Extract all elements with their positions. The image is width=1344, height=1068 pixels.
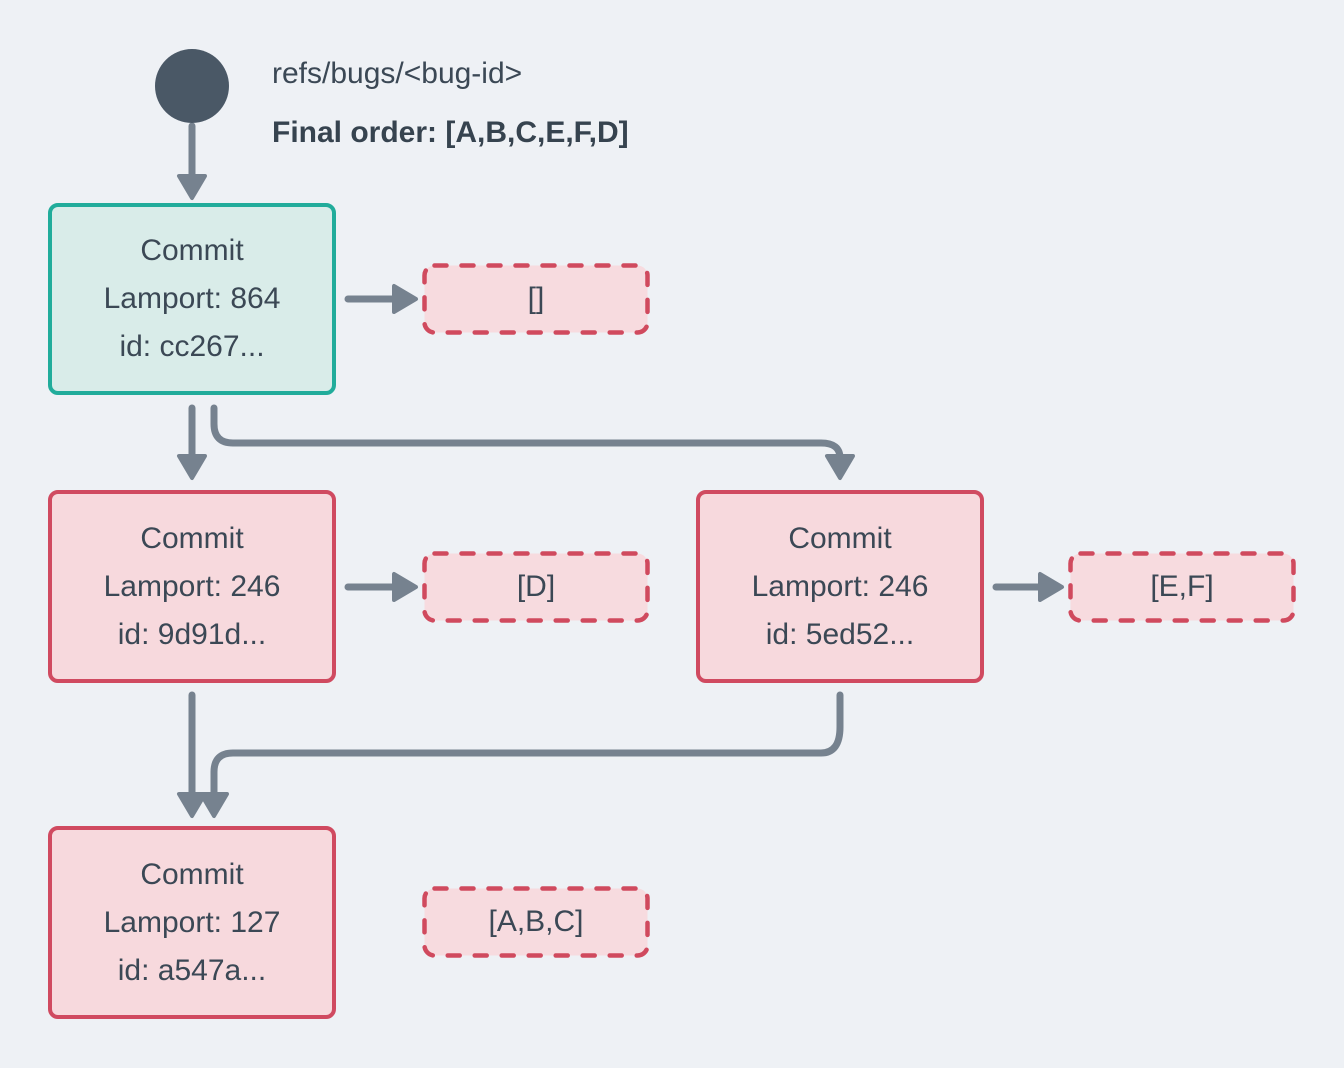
ops-label: [A,B,C] [488, 905, 584, 938]
edge-head-to-left [177, 404, 207, 480]
ops-label: [D] [516, 570, 556, 603]
ops-label: [E,F] [1150, 570, 1214, 603]
ref-node-circle [155, 49, 229, 123]
dashed-border [1068, 551, 1296, 623]
commit-title: Commit [140, 234, 244, 267]
ops-box-right: [E,F] [1068, 551, 1296, 623]
commit-title: Commit [140, 521, 244, 555]
commit-node-right: Commit Lamport: 246 id: 5ed52... [696, 490, 984, 683]
commit-title: Commit [140, 857, 244, 891]
commit-id: id: 9d91d... [117, 617, 267, 651]
dashed-border [422, 886, 650, 958]
ref-label: refs/bugs/<bug-id> [272, 57, 523, 90]
commit-lamport: Lamport: 864 [103, 282, 281, 315]
ops-box-head: [] [422, 263, 650, 335]
commit-id: id: a547a... [117, 953, 267, 987]
edge-head-to-right [210, 404, 855, 480]
commit-lamport: Lamport: 127 [103, 905, 281, 939]
final-order-label: Final order: [A,B,C,E,F,D] [272, 116, 629, 149]
ops-box-left: [D] [422, 551, 650, 623]
commit-node-head: Commit Lamport: 864 id: cc267... [48, 203, 336, 395]
commit-id: id: cc267... [119, 330, 265, 363]
dashed-border [422, 263, 650, 335]
commit-lamport: Lamport: 246 [103, 569, 281, 603]
dashed-border [422, 551, 650, 623]
edge-ref-to-head [177, 122, 207, 200]
edge-left-to-ops [344, 572, 418, 602]
commit-node-merge: Commit Lamport: 127 id: a547a... [48, 826, 336, 1019]
ops-label: [] [527, 282, 545, 315]
edge-right-to-ops [992, 572, 1064, 602]
commit-node-left: Commit Lamport: 246 id: 9d91d... [48, 490, 336, 683]
edge-right-to-merge [199, 691, 844, 818]
commit-title: Commit [788, 521, 892, 555]
edge-head-to-ops [344, 284, 418, 314]
ops-box-merge: [A,B,C] [422, 886, 650, 958]
edge-left-to-merge [177, 691, 207, 818]
commit-id: id: 5ed52... [765, 617, 915, 651]
commit-lamport: Lamport: 246 [751, 569, 929, 603]
